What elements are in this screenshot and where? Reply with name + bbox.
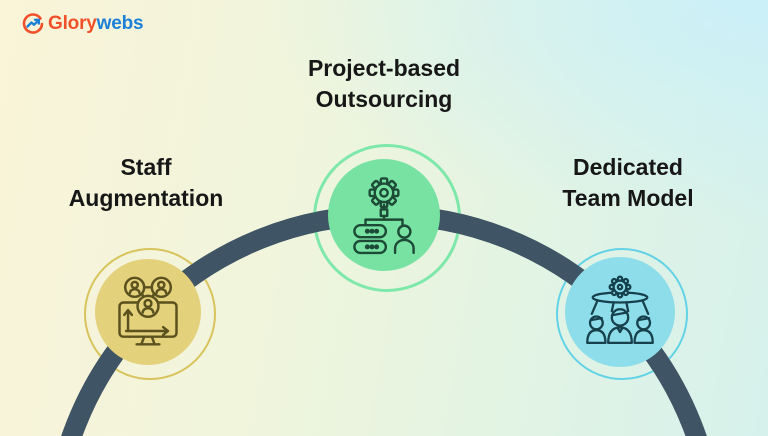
brand-logo: Glorywebs xyxy=(22,13,144,35)
label-line: Outsourcing xyxy=(315,86,453,112)
node-ring-dedicated-team-model xyxy=(556,248,688,380)
brand-name-glory: Glory xyxy=(48,13,97,34)
gear-servers-person-icon xyxy=(353,177,415,255)
staff-network-monitor-icon xyxy=(118,276,178,346)
label-line: Staff xyxy=(120,154,172,180)
label-line: Augmentation xyxy=(68,185,224,211)
growth-arrow-circle-icon xyxy=(22,13,44,34)
brand-name-webs: webs xyxy=(96,13,144,34)
team-table-gear-icon xyxy=(586,275,654,345)
node-circle-staff-augmentation xyxy=(95,259,201,365)
node-circle-project-based-outsourcing xyxy=(328,159,440,271)
node-label-staff-augmentation: Staff Augmentation xyxy=(26,152,266,214)
label-line: Project-based xyxy=(307,55,461,81)
node-label-dedicated-team-model: Dedicated Team Model xyxy=(508,152,748,214)
brand-name: Glorywebs xyxy=(48,13,144,35)
node-label-project-based-outsourcing: Project-based Outsourcing xyxy=(234,53,534,115)
label-line: Team Model xyxy=(562,185,694,211)
node-circle-dedicated-team-model xyxy=(565,257,675,367)
node-ring-staff-augmentation xyxy=(84,248,216,380)
label-line: Dedicated xyxy=(573,154,683,180)
